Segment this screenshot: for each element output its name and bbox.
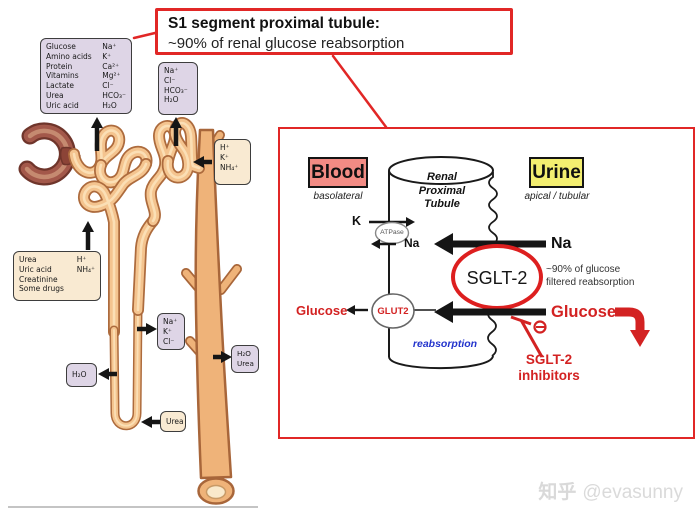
arrow-up-icon xyxy=(82,221,94,232)
glut2-label: GLUT2 xyxy=(377,306,409,317)
ion-list: Na⁺ K⁺ Cl⁻ xyxy=(163,317,178,346)
proximal-secretion-box: Urea Uric acid Creatinine Some drugs H⁺ … xyxy=(13,251,101,301)
zhihu-logo-text: 知乎 xyxy=(538,482,577,503)
substance-list: Glucose Amino acids Protein Vitamins Lac… xyxy=(46,42,92,110)
title-callout-box: S1 segment proximal tubule: ~90% of rena… xyxy=(155,8,513,55)
watermark: 知乎 @evasunny xyxy=(510,477,683,504)
apical-tubular-label: apical / tubular xyxy=(524,191,590,202)
blood-label-box: Blood xyxy=(308,157,368,188)
glucose-note: ~90% of glucose filtered reabsorption xyxy=(546,264,635,288)
glucose-outer-label: Glucose xyxy=(551,303,617,321)
ion-list: Na⁺ Cl⁻ HCO₃⁻ H₂O xyxy=(164,66,188,105)
na-inner-label: Na xyxy=(404,236,420,250)
ion-list: Na⁺ K⁺ Ca²⁺ Mg²⁺ Cl⁻ HCO₃⁻ H₂O xyxy=(102,42,126,110)
substance-list: Urea Uric acid Creatinine Some drugs xyxy=(19,255,64,294)
transport-arrows xyxy=(82,117,232,428)
urine-label-box: Urine xyxy=(529,157,584,188)
duct-water-urea-box: H₂O Urea xyxy=(231,345,259,373)
arrow-left-icon xyxy=(98,368,109,380)
arrow-up-icon xyxy=(91,117,103,128)
glomerulus-shape xyxy=(18,122,81,186)
renal-proximal-tubule-label: Renal Proximal Tubule xyxy=(418,171,466,210)
k-ion-label: K xyxy=(352,214,362,228)
na-outer-label: Na xyxy=(551,235,572,252)
reabsorption-label: reabsorption xyxy=(412,338,478,350)
watermark-handle: @evasunny xyxy=(582,482,683,503)
descending-limb-water-box: H₂O xyxy=(66,363,97,387)
atpase-label: ATPase xyxy=(380,229,404,236)
arrow-left-icon xyxy=(141,416,152,428)
arrow-right-icon xyxy=(146,323,157,335)
distal-reabsorption-box: Na⁺ Cl⁻ HCO₃⁻ H₂O xyxy=(158,62,198,115)
title-line1: S1 segment proximal tubule: xyxy=(168,15,380,32)
ascending-limb-box: Na⁺ K⁺ Cl⁻ xyxy=(157,313,185,350)
arrow-left-icon xyxy=(193,156,204,168)
title-line2: ~90% of renal glucose reabsorption xyxy=(168,35,405,52)
collecting-duct-shape xyxy=(181,128,242,505)
sglt2-label: SGLT-2 xyxy=(466,268,528,288)
ion-list: H⁺ NH₄⁺ xyxy=(76,255,95,274)
glucose-inner-label: Glucose xyxy=(296,303,348,318)
loop-urea-box: Urea xyxy=(160,411,186,432)
arrow-up-icon xyxy=(170,117,182,128)
ion-list: H⁺ K⁺ NH₄⁺ xyxy=(220,143,239,172)
collecting-duct-secretion-box: H⁺ K⁺ NH₄⁺ xyxy=(214,139,251,185)
sglt2-inhibitors-label: SGLT-2 inhibitors xyxy=(518,352,580,383)
proximal-reabsorption-box: Glucose Amino acids Protein Vitamins Lac… xyxy=(40,38,132,114)
substance-list: H₂O Urea xyxy=(237,349,254,368)
basolateral-label: basolateral xyxy=(313,191,363,202)
